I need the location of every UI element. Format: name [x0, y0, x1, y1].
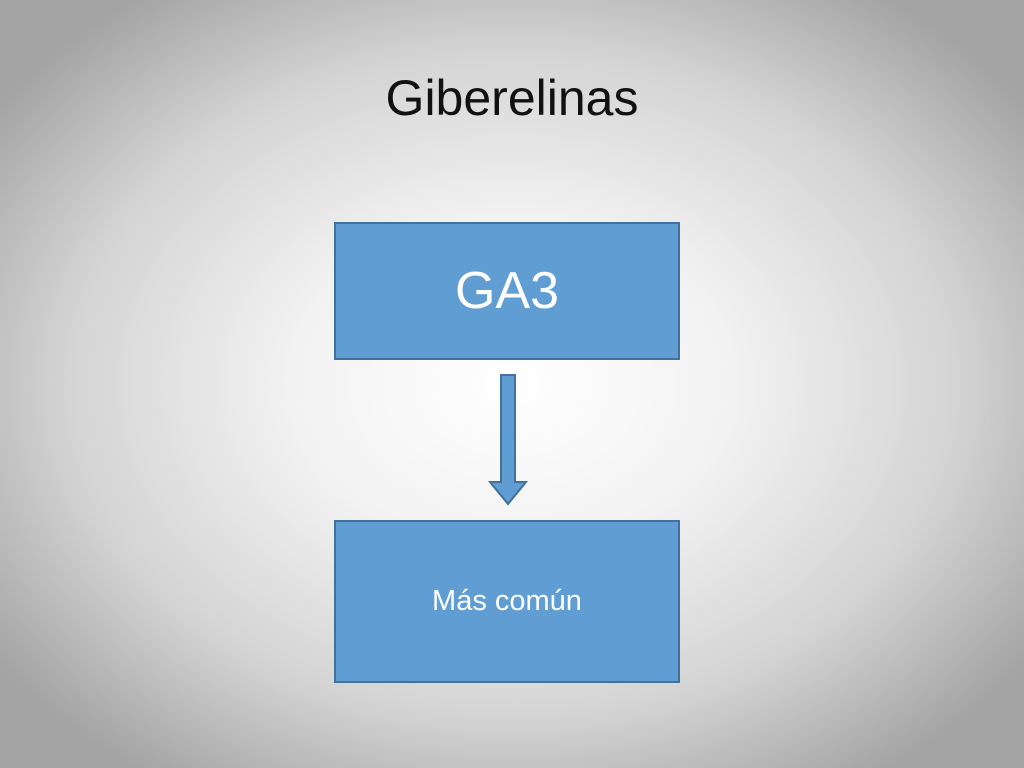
mas-comun-box: Más común — [334, 520, 680, 683]
ga3-box: GA3 — [334, 222, 680, 360]
ga3-box-label: GA3 — [454, 262, 560, 320]
mas-comun-box-label: Más común — [432, 585, 582, 617]
slide-title: Giberelinas — [385, 70, 639, 126]
down-arrow-shape — [487, 374, 529, 506]
down-arrow — [487, 374, 529, 506]
